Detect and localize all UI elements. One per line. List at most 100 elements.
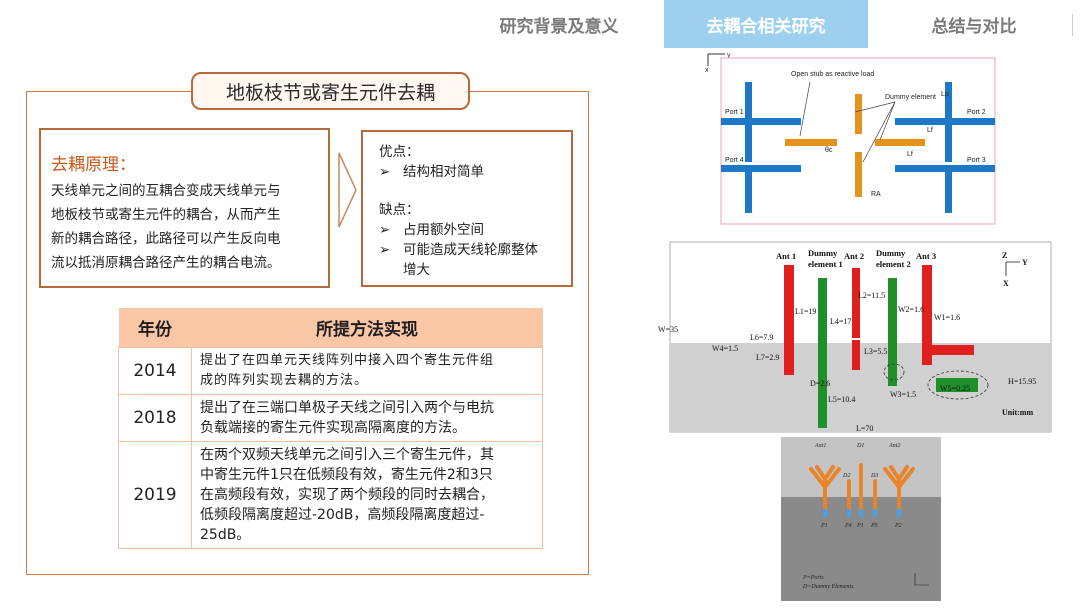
table-row: 2014 提出了在四单元天线阵列中接入四个寄生元件组 成的阵列实现去耦的方法。: [118, 347, 543, 395]
cons-item: ➢可能造成天线轮廓整体: [379, 242, 538, 258]
bullet-arrow-icon: ➢: [379, 164, 391, 180]
pros-item: ➢结构相对简单: [379, 164, 484, 180]
label-w116: W1=1.6: [934, 313, 960, 322]
zoom-ellipse: [927, 370, 989, 400]
label-dummy-element: Dummy element: [885, 94, 936, 101]
red-elements: [784, 265, 974, 375]
label-ant2: Ant2: [888, 443, 900, 449]
label-d1: D1: [856, 443, 864, 449]
annotation-lines: [799, 81, 896, 163]
tab-summary-comparison[interactable]: 总结与对比: [931, 16, 1017, 37]
label-dummy1-a: Dummy: [808, 248, 838, 258]
ground-plane: [670, 343, 1051, 432]
research-table: 年份 所提方法实现 2014 提出了在四单元天线阵列中接入四个寄生元件组 成的阵…: [118, 308, 543, 549]
label-p1: P1: [820, 523, 828, 529]
section-title: 地板枝节或寄生元件去耦: [191, 72, 470, 110]
label-port4: Port 4: [725, 157, 744, 164]
label-dummy1-b: element 1: [808, 259, 843, 269]
label-w35: W=35: [658, 325, 678, 334]
principle-line: 天线单元之间的互耦合变成天线单元与: [51, 183, 281, 199]
label-port2: Port 2: [967, 109, 986, 116]
label-ant2: Ant 2: [844, 251, 864, 261]
method-cell: 提出了在四单元天线阵列中接入四个寄生元件组 成的阵列实现去耦的方法。: [191, 347, 543, 395]
label-ant3: Ant 3: [916, 251, 936, 261]
label-ant1: Ant 1: [776, 251, 796, 261]
year-cell: 2019: [118, 441, 192, 549]
figure-four-port-array: y x Open stub as reactive load Dummy ele…: [705, 52, 996, 225]
legend-ports: P=Ports: [802, 575, 824, 581]
label-port1: Port 1: [725, 109, 744, 116]
figure-dual-band-antennas: Ant1 D1 Ant2 D2 D3 P1 P4 P1 P5 P2 P=Port…: [781, 437, 941, 601]
label-d3: D3: [870, 473, 878, 479]
label-lp: Lp: [941, 91, 949, 98]
label-w315: W3=1.5: [890, 390, 916, 399]
label-port3: Port 3: [967, 157, 986, 164]
tab-research-background[interactable]: 研究背景及意义: [499, 16, 619, 37]
axis-z-label: Z: [1002, 251, 1007, 260]
antenna-elements: [809, 463, 915, 511]
axis-y-label: y: [727, 52, 731, 59]
coordinate-axes: [1005, 261, 1020, 276]
year-cell: 2018: [118, 394, 192, 442]
label-dummy2-a: Dummy: [876, 248, 906, 258]
label-unit: Unit:mm: [1002, 408, 1033, 417]
label-l211: L2=11.5: [858, 291, 885, 300]
label-l679: L6=7.9: [750, 333, 773, 342]
axis-indicator: [707, 53, 725, 66]
label-d2: D2: [842, 473, 850, 479]
principle-line: 地板枝节或寄生元件的耦合，从而产生: [51, 207, 281, 223]
method-cell: 在两个双频天线单元之间引入三个寄生元件，其 中寄生元件1只在低频段有效，寄生元件…: [191, 441, 543, 549]
label-l119: L1=19: [795, 307, 816, 316]
label-lf: Lf: [927, 127, 933, 134]
label-ant1: Ant1: [814, 443, 826, 449]
label-p4: P4: [844, 522, 852, 529]
table-header-row: 年份 所提方法实现: [118, 308, 543, 348]
label-ra: RA: [871, 191, 881, 198]
label-p5: P5: [870, 523, 878, 529]
orange-dummy-elements: [785, 94, 925, 197]
nav-divider: [1072, 14, 1073, 36]
axis-x-label: x: [705, 67, 709, 74]
year-cell: 2014: [118, 347, 192, 395]
label-w216: W2=1.6: [898, 305, 924, 314]
label-l70: L=70: [856, 424, 873, 433]
label-theta: θc: [825, 147, 833, 154]
label-l5104: L5=10.4: [828, 395, 855, 404]
header-method: 所提方法实现: [191, 308, 543, 348]
coordinate-axes: [914, 573, 929, 586]
label-l417: L4=17: [830, 317, 851, 326]
label-lt: Lf: [907, 151, 913, 158]
figure-three-antenna-layout: Ant 1 Dummy element 1 Ant 2 Dummy elemen…: [658, 241, 1052, 433]
bullet-arrow-icon: ➢: [379, 242, 391, 258]
green-elements: [818, 278, 978, 428]
label-dummy2-b: element 2: [876, 259, 911, 269]
port-markers: [823, 509, 901, 517]
label-l729: L7=2.9: [756, 353, 779, 362]
axis-x-label: X: [1003, 279, 1009, 288]
method-cell: 提出了在三端口单极子天线之间引入两个与电抗 负载端接的寄生元件实现高隔离度的方法…: [191, 394, 543, 442]
table-row: 2019 在两个双频天线单元之间引入三个寄生元件，其 中寄生元件1只在低频段有效…: [118, 441, 543, 549]
cons-item-continued: 增大: [403, 262, 430, 278]
axis-y-label: Y: [1022, 258, 1028, 267]
pros-label: 优点：: [379, 144, 420, 160]
cons-item: ➢占用额外空间: [379, 222, 484, 238]
principle-line: 新的耦合路径，此路径可以产生反向电: [51, 231, 281, 247]
principle-heading: 去耦原理：: [51, 155, 136, 175]
header-year: 年份: [118, 308, 192, 348]
label-w5: W5=0.25: [940, 384, 970, 393]
pros-cons-box: 优点： ➢结构相对简单 缺点： ➢占用额外空间 ➢可能造成天线轮廓整体 增大: [361, 130, 573, 287]
blue-antennas: [721, 82, 995, 213]
zoom-ellipse-small: [883, 363, 905, 381]
substrate-outline: [720, 57, 996, 225]
legend-dummy: D=Dummy Elements: [802, 584, 854, 590]
label-p2: P2: [894, 523, 902, 529]
chevron-right-icon: [338, 152, 357, 228]
table-row: 2018 提出了在三端口单极子天线之间引入两个与电抗 负载端接的寄生元件实现高隔…: [118, 394, 543, 442]
label-w415: W4=1.5: [712, 344, 738, 353]
label-d26: D=2.6: [810, 379, 830, 388]
bullet-arrow-icon: ➢: [379, 222, 391, 238]
label-h1595: H=15.95: [1008, 377, 1036, 386]
cons-label: 缺点：: [379, 202, 420, 218]
label-open-stub: Open stub as reactive load: [791, 71, 874, 78]
tab-decoupling-research[interactable]: 去耦合相关研究: [664, 0, 868, 48]
